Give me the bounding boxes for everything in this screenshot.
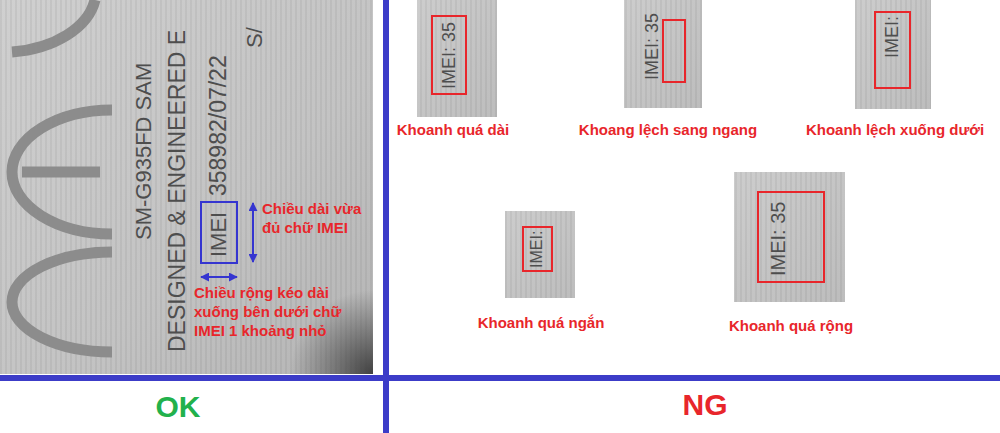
crop-texture	[734, 172, 845, 302]
crop-ground	[505, 211, 575, 298]
caption: Khoanh lệch xuống dưới	[806, 121, 984, 140]
ng-box	[432, 16, 466, 94]
printed-text: 358982/07/22	[207, 55, 230, 196]
printed-text: IMEI: 35	[768, 202, 788, 276]
crop-images	[417, 0, 931, 302]
width-arrow	[201, 276, 237, 278]
ce-arc	[12, 252, 112, 352]
divider-line	[0, 375, 1000, 381]
crop-ground	[624, 0, 702, 108]
crop-texture	[505, 211, 575, 298]
label-crop: IMEI: 35	[417, 0, 497, 117]
ce-arc	[12, 0, 95, 52]
annotation: Chiều rộng kéo dài xuống bên dưới chữ IM…	[194, 284, 376, 340]
printed-text: IMEI:	[883, 16, 901, 58]
verdict: NG	[683, 386, 728, 424]
ng-box	[663, 20, 685, 82]
ng-boxes	[432, 12, 910, 282]
label-crop: IMEI:	[855, 0, 931, 109]
printed-text: S/	[244, 27, 266, 48]
ng-box	[758, 192, 824, 282]
crop-texture	[855, 0, 931, 109]
ng-box	[875, 12, 910, 88]
printed-text: DESIGNED & ENGINEERED E	[166, 30, 189, 352]
verdict: OK	[156, 388, 201, 426]
crop-texture	[417, 0, 497, 117]
caption: Khoanh quá ngắn	[478, 314, 605, 333]
printed-text: SM-G935FD SAM	[133, 63, 155, 240]
label-crop: IMEI: 35	[734, 172, 845, 302]
ce-bar	[22, 167, 100, 178]
label-crop: IMEI:	[505, 211, 575, 298]
ng-box	[523, 227, 552, 271]
ok-box	[201, 202, 237, 263]
crop-ground	[734, 172, 845, 302]
ce-mark	[12, 0, 112, 352]
printed-text: IMEI:	[529, 231, 545, 268]
crop-texture	[624, 0, 702, 108]
printed-text: IMEI: 35	[440, 22, 458, 89]
ce-arc	[12, 110, 112, 234]
length-arrow	[252, 203, 254, 262]
caption: Khoanh quá rộng	[729, 317, 853, 336]
annotation: Chiều dài vừa đủ chữ IMEI	[262, 200, 372, 238]
printed-text: IMEI	[208, 212, 230, 257]
crop-ground	[855, 0, 931, 109]
label-crop: IMEI: 35	[624, 0, 702, 108]
caption: Khoang lệch sang ngang	[579, 121, 757, 140]
caption: Khoanh quá dài	[397, 121, 510, 140]
crop-ground	[417, 0, 497, 117]
printed-text: IMEI: 35	[643, 13, 661, 80]
divider-line	[383, 0, 389, 433]
